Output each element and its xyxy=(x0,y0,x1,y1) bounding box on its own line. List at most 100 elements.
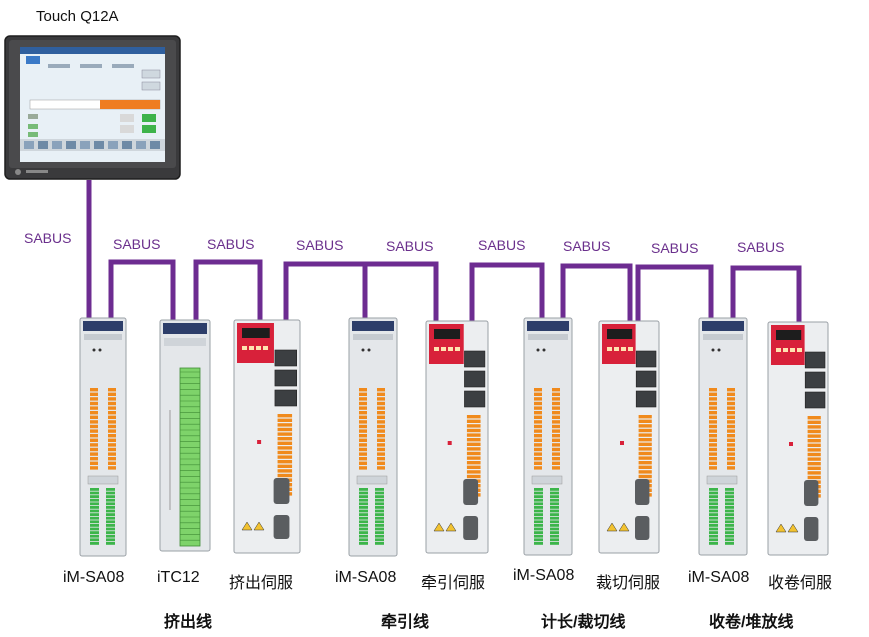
terminal-green xyxy=(90,502,99,506)
terminal-orange xyxy=(90,411,98,415)
terminal-orange xyxy=(552,401,560,406)
terminal-orange xyxy=(807,475,821,480)
warning-icon xyxy=(618,522,630,532)
terminal-orange xyxy=(277,460,293,464)
led-icon xyxy=(536,348,540,352)
terminal-orange xyxy=(108,461,116,465)
terminal-orange xyxy=(638,461,652,465)
terminal-green xyxy=(709,495,718,498)
terminal-orange xyxy=(552,438,560,442)
terminal-orange xyxy=(90,466,98,470)
hmi-touch-panel xyxy=(4,35,181,180)
warning-icon xyxy=(253,521,265,531)
terminal-green xyxy=(725,509,734,513)
terminal-green xyxy=(725,542,734,545)
terminal-orange xyxy=(90,401,98,406)
terminal-orange xyxy=(359,388,367,392)
led-icon xyxy=(367,348,371,352)
module-header xyxy=(702,321,744,331)
rj45-port-icon xyxy=(464,350,486,368)
drive-key-icon xyxy=(783,348,788,352)
terminal-orange xyxy=(709,461,717,465)
terminal-green xyxy=(375,542,384,545)
drive-model-mark xyxy=(789,442,793,446)
terminal-green xyxy=(359,513,368,516)
db9-connector-icon xyxy=(635,479,650,505)
drive-key-icon xyxy=(455,347,460,351)
rj45-port-icon xyxy=(274,349,298,367)
device-module-5 xyxy=(425,320,489,554)
terminal-orange xyxy=(638,456,652,460)
drive-key-icon xyxy=(776,348,781,352)
terminal-green xyxy=(359,498,368,502)
terminal-green xyxy=(550,488,559,491)
module-header xyxy=(352,321,394,331)
drive-key-icon xyxy=(242,346,247,350)
terminal-orange xyxy=(709,434,717,438)
terminal-green xyxy=(90,488,99,491)
terminal-orange xyxy=(709,452,717,456)
terminal-orange xyxy=(727,461,735,465)
terminal-orange xyxy=(377,447,385,452)
hmi-tab-icon xyxy=(38,141,48,149)
terminal-green xyxy=(90,527,99,531)
terminal-orange xyxy=(534,429,542,433)
terminal-green xyxy=(90,534,99,538)
terminal-green xyxy=(725,495,734,498)
seven-segment-display xyxy=(434,329,461,339)
hmi-tab-icon xyxy=(94,141,104,149)
drive-key-icon xyxy=(249,346,254,350)
device-module-4 xyxy=(348,317,398,557)
sabus-line-2 xyxy=(193,259,263,322)
module-header xyxy=(83,321,123,331)
module-divider xyxy=(87,475,119,485)
terminal-orange xyxy=(377,429,385,433)
terminal-green xyxy=(359,531,368,534)
sabus-line-6 xyxy=(560,263,633,322)
terminal-orange xyxy=(638,442,652,446)
terminal-orange xyxy=(552,447,560,452)
terminal-green xyxy=(725,502,734,506)
terminal-green xyxy=(106,488,115,491)
sabus-line-8 xyxy=(730,265,802,322)
device-module-8 xyxy=(698,317,748,556)
terminal-orange xyxy=(807,462,821,466)
terminal-green xyxy=(375,527,384,531)
terminal-orange xyxy=(359,415,367,419)
terminal-green xyxy=(534,524,543,527)
terminal-orange xyxy=(534,388,542,392)
module-header xyxy=(163,323,207,334)
bus-label-hmi: SABUS xyxy=(24,230,72,246)
terminal-orange xyxy=(807,443,821,447)
terminal-green xyxy=(550,502,559,506)
terminal-orange xyxy=(377,392,385,396)
terminal-orange xyxy=(466,461,481,465)
terminal-green xyxy=(550,542,559,545)
db9-connector-icon xyxy=(635,516,650,540)
terminal-green xyxy=(375,513,384,516)
terminal-green xyxy=(550,534,559,538)
terminal-orange xyxy=(552,397,560,401)
terminal-green xyxy=(90,516,99,520)
terminal-orange xyxy=(359,392,367,396)
terminal-orange xyxy=(359,397,367,401)
terminal-green xyxy=(534,542,543,545)
terminal-green xyxy=(375,488,384,491)
terminal-orange xyxy=(377,461,385,465)
terminal-orange xyxy=(90,434,98,438)
terminal-green xyxy=(90,531,99,534)
terminal-orange xyxy=(466,419,481,423)
terminal-orange xyxy=(277,418,293,422)
terminal-green xyxy=(375,516,384,520)
terminal-orange xyxy=(534,438,542,442)
terminal-orange xyxy=(727,447,735,452)
terminal-green xyxy=(375,506,384,509)
terminal-orange xyxy=(377,401,385,406)
terminal-orange xyxy=(90,438,98,442)
led-icon xyxy=(542,348,546,352)
terminal-green xyxy=(106,506,115,509)
terminal-green xyxy=(550,520,559,524)
terminal-orange xyxy=(552,388,560,392)
terminal-green xyxy=(375,498,384,502)
terminal-orange xyxy=(108,457,116,461)
